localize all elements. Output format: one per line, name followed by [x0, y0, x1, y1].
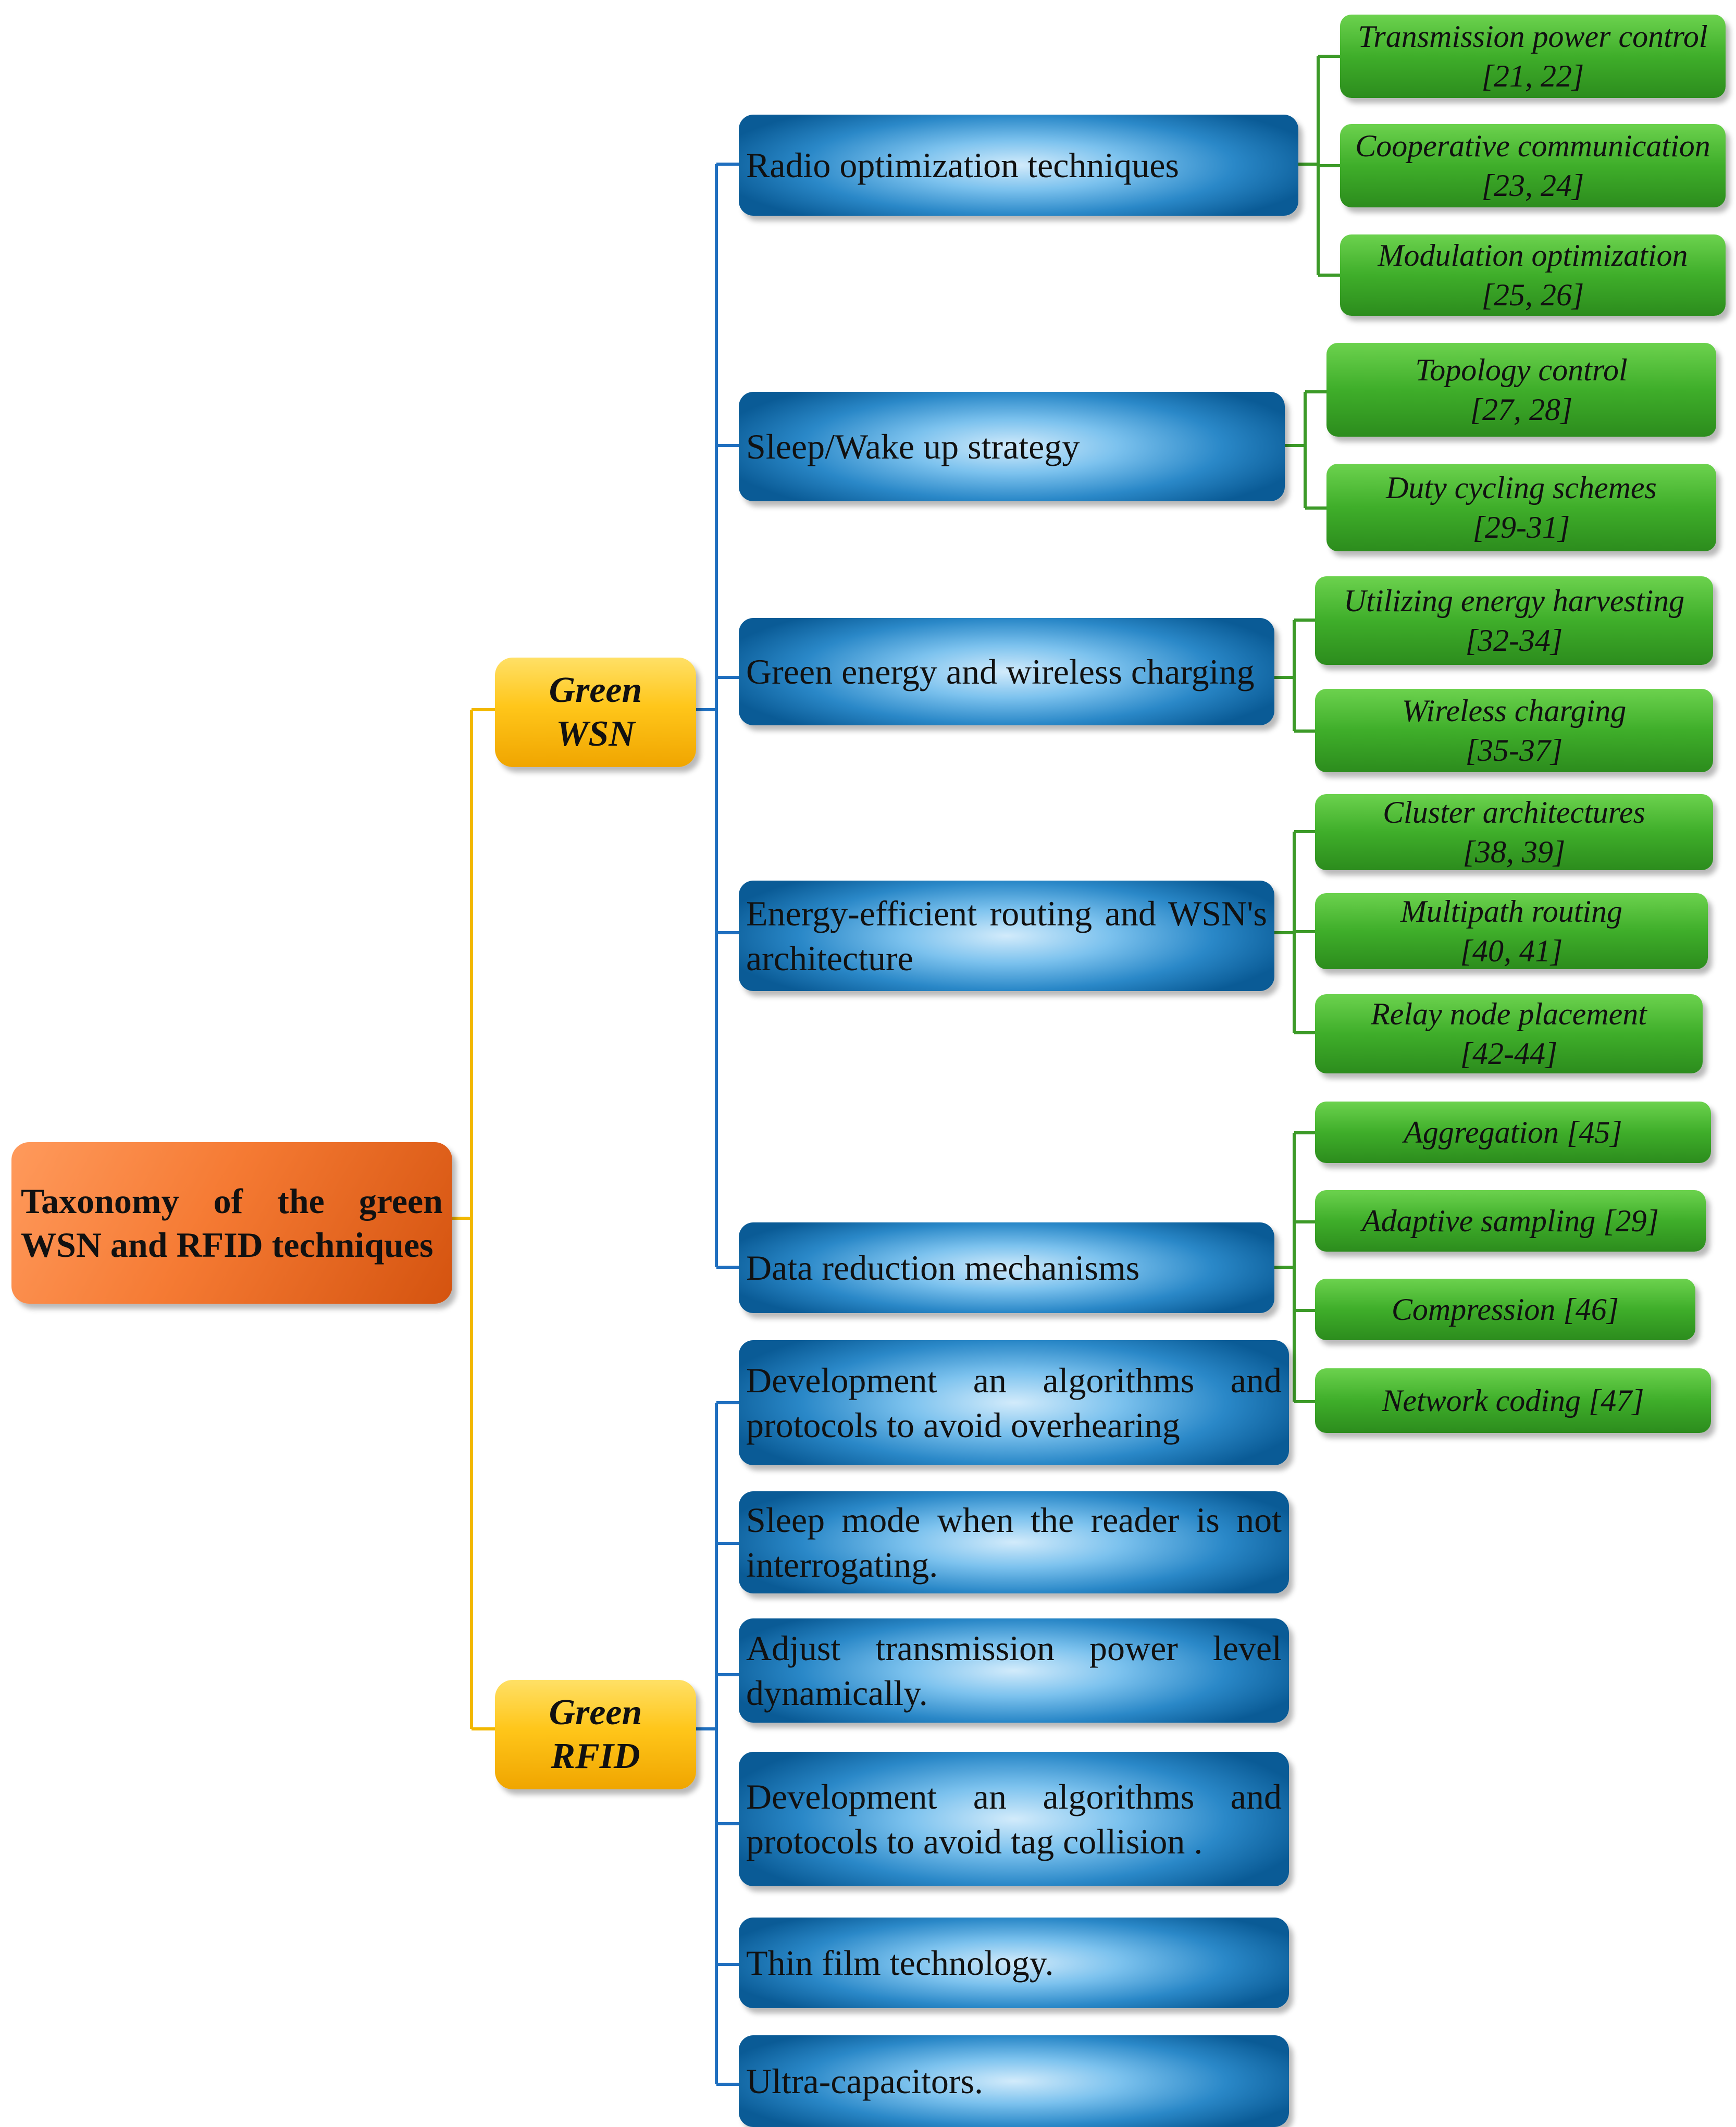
leaf-utilizing-energy-harvesting: Utilizing energy harvesting [32-34]: [1315, 576, 1713, 665]
leaf-title: Transmission power control: [1358, 19, 1708, 54]
leaf-relay-node-placement: Relay node placement [42-44]: [1315, 994, 1703, 1073]
leaf-title: Cooperative communication: [1355, 129, 1710, 163]
technique-label: Sleep/Wake up strategy: [746, 427, 1080, 466]
leaf-title: Topology control: [1415, 353, 1628, 387]
leaf-topology-control: Topology control [27, 28]: [1326, 343, 1716, 437]
category-green-rfid: Green RFID: [495, 1680, 696, 1789]
leaf-refs: [32-34]: [1465, 623, 1563, 658]
leaf-title: Modulation optimization: [1378, 238, 1688, 273]
leaf-refs: [23, 24]: [1481, 168, 1584, 203]
leaf-refs: [27, 28]: [1470, 392, 1573, 427]
leaf-title: Wireless charging: [1402, 694, 1627, 728]
category-green-rfid-label-1: Green: [549, 1692, 642, 1733]
rfid-technique-sleep-mode: Sleep mode when the reader is not interr…: [739, 1491, 1289, 1593]
category-green-wsn: Green WSN: [495, 658, 696, 767]
technique-label: Development an algorithms and protocols …: [746, 1777, 1282, 1861]
root-label: Taxonomy of the green WSN and RFID techn…: [21, 1181, 443, 1265]
wsn-technique-energy-efficient-routing: Energy-efficient routing and WSN's archi…: [739, 881, 1274, 991]
leaf-duty-cycling-schemes: Duty cycling schemes [29-31]: [1326, 464, 1716, 551]
leaf-title: Duty cycling schemes: [1386, 471, 1657, 505]
leaf-aggregation: Aggregation [45]: [1315, 1102, 1711, 1163]
leaf-refs: [42-44]: [1460, 1036, 1558, 1071]
leaf-transmission-power-control: Transmission power control [21, 22]: [1340, 15, 1726, 98]
wsn-technique-data-reduction: Data reduction mechanisms: [739, 1222, 1274, 1313]
leaf-refs: [29-31]: [1472, 510, 1570, 545]
leaf-title: Aggregation [45]: [1404, 1115, 1622, 1149]
technique-label: Green energy and wireless charging: [746, 652, 1255, 691]
leaf-cooperative-communication: Cooperative communication [23, 24]: [1340, 124, 1726, 207]
leaf-title: Adaptive sampling [29]: [1362, 1204, 1659, 1238]
category-green-rfid-label-2: RFID: [551, 1736, 640, 1776]
leaf-modulation-optimization: Modulation optimization [25, 26]: [1340, 234, 1726, 316]
leaf-refs: [25, 26]: [1481, 278, 1584, 312]
root-connectors: [452, 708, 495, 1730]
category-green-wsn-label-1: Green: [549, 670, 642, 710]
leaf-title: Multipath routing: [1400, 894, 1623, 929]
rfid-connectors: [696, 1401, 739, 2086]
leaf-connectors: [1274, 55, 1340, 1403]
leaf-title: Network coding [47]: [1382, 1383, 1644, 1418]
wsn-technique-radio-optimization: Radio optimization techniques: [739, 115, 1298, 216]
leaf-cluster-architectures: Cluster architectures [38, 39]: [1315, 794, 1713, 870]
leaf-network-coding: Network coding [47]: [1315, 1368, 1711, 1433]
leaf-refs: [35-37]: [1465, 733, 1563, 768]
technique-label: Adjust transmission power level dynamica…: [746, 1628, 1282, 1713]
leaf-refs: [21, 22]: [1481, 59, 1584, 93]
rfid-technique-avoid-tag-collision: Development an algorithms and protocols …: [739, 1752, 1289, 1886]
rfid-technique-ultra-capacitors: Ultra-capacitors.: [739, 2035, 1289, 2127]
leaf-compression: Compression [46]: [1315, 1279, 1695, 1340]
technique-label: Radio optimization techniques: [746, 145, 1179, 185]
technique-label: Data reduction mechanisms: [746, 1248, 1140, 1288]
leaf-multipath-routing: Multipath routing [40, 41]: [1315, 893, 1708, 969]
technique-label: Development an algorithms and protocols …: [746, 1361, 1282, 1445]
technique-label: Sleep mode when the reader is not interr…: [746, 1500, 1282, 1585]
root-node: Taxonomy of the green WSN and RFID techn…: [11, 1142, 452, 1304]
leaf-refs: [38, 39]: [1462, 835, 1566, 869]
leaf-title: Cluster architectures: [1383, 795, 1645, 830]
wsn-technique-green-energy: Green energy and wireless charging: [739, 618, 1274, 725]
leaf-title: Compression [46]: [1391, 1292, 1619, 1327]
wsn-technique-sleep-wake: Sleep/Wake up strategy: [739, 392, 1285, 501]
technique-label: Thin film technology.: [746, 1943, 1054, 1983]
rfid-technique-thin-film: Thin film technology.: [739, 1918, 1289, 2008]
technique-label: Energy-efficient routing and WSN's archi…: [746, 894, 1267, 978]
leaf-title: Relay node placement: [1371, 997, 1647, 1031]
rfid-technique-adjust-power: Adjust transmission power level dynamica…: [739, 1618, 1289, 1723]
rfid-technique-avoid-overhearing: Development an algorithms and protocols …: [739, 1340, 1289, 1465]
technique-label: Ultra-capacitors.: [746, 2061, 983, 2101]
wsn-connectors: [696, 163, 739, 1269]
leaf-adaptive-sampling: Adaptive sampling [29]: [1315, 1190, 1706, 1252]
leaf-refs: [40, 41]: [1460, 934, 1563, 968]
category-green-wsn-label-2: WSN: [556, 714, 635, 754]
leaf-wireless-charging: Wireless charging [35-37]: [1315, 689, 1713, 772]
leaf-title: Utilizing energy harvesting: [1343, 584, 1685, 618]
